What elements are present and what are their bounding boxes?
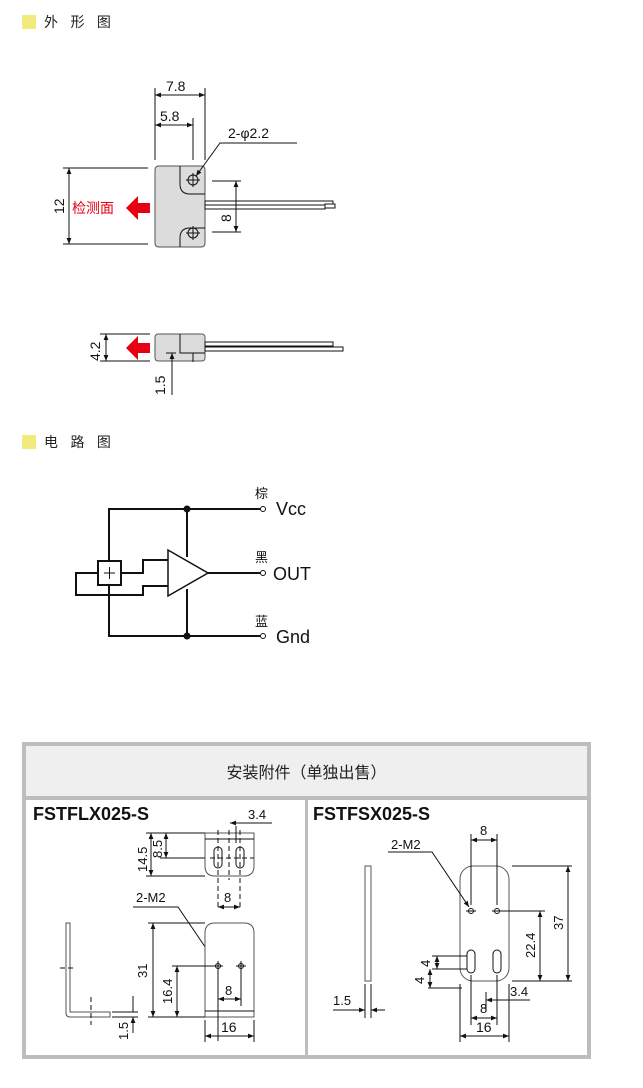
dim-3-4: 3.4: [248, 807, 266, 822]
bullet-square-icon: [22, 15, 36, 29]
dim-4-a: 4: [418, 960, 433, 967]
section-title: 电 路 图: [44, 435, 115, 451]
sensor-side-view: 4.2 1.5: [87, 333, 344, 395]
sensing-direction-arrow-icon: [126, 196, 150, 220]
dim-31: 31: [135, 964, 150, 978]
amplifier-triangle: [167, 548, 210, 598]
accessories-title: 安装附件（单独出售）: [26, 746, 587, 800]
terminal-vcc: Vcc: [276, 499, 306, 519]
sensor-top-view: 7.8 5.8 2-φ2.2 12 检测面 8: [51, 78, 336, 248]
dim-1-5: 1.5: [333, 993, 351, 1008]
dim-holes: 2-φ2.2: [228, 125, 269, 141]
section-heading-outline: 外 形 图: [22, 12, 115, 32]
bracket-fstfsx025-s: FSTFSX025-S 8 2-M2 37 22.4 4 4 1.5 3.4 8…: [313, 804, 572, 1042]
dim-thickness: 4.2: [87, 341, 103, 361]
dim-width-hole: 5.8: [160, 108, 180, 124]
dim-16-4: 16.4: [160, 979, 175, 1004]
dim-width-total: 7.8: [166, 78, 186, 94]
dim-14-5: 14.5: [135, 847, 150, 872]
label-2-m2: 2-M2: [136, 890, 166, 905]
dim-16: 16: [476, 1019, 492, 1035]
dim-8-5: 8.5: [150, 840, 165, 858]
panel-divider: [305, 800, 308, 1055]
dim-37: 37: [551, 916, 566, 930]
dim-hole-pitch: 8: [218, 214, 234, 222]
section-heading-circuit: 电 路 图: [22, 432, 115, 452]
terminal-gnd: Gnd: [276, 627, 310, 647]
dim-8-bottom: 8: [480, 1001, 487, 1016]
circuit-diagram: 棕 Vcc 黑 OUT 蓝 Gnd: [75, 487, 311, 647]
terminal-color-brown: 棕: [255, 487, 268, 502]
bullet-square-icon: [22, 435, 36, 449]
dim-3-4: 3.4: [510, 984, 528, 999]
model-name: FSTFSX025-S: [313, 804, 430, 824]
model-name: FSTFLX025-S: [33, 804, 149, 824]
dim-4-b: 4: [412, 977, 427, 984]
terminal-color-blue: 蓝: [255, 615, 268, 630]
dim-8-bottom: 8: [225, 983, 232, 998]
terminal-color-black: 黑: [255, 551, 268, 566]
bracket-fstflx025-s: FSTFLX025-S 3.4 14.5 8.5 8 2-M2 31 16.4 …: [33, 804, 272, 1042]
terminal-out: OUT: [273, 564, 311, 584]
section-title: 外 形 图: [44, 15, 115, 31]
sensing-direction-arrow-icon: [126, 336, 150, 360]
dim-step: 1.5: [152, 375, 168, 395]
dim-22-4: 22.4: [523, 933, 538, 958]
dim-8-top: 8: [480, 823, 487, 838]
dim-height: 12: [51, 198, 67, 214]
dim-1-5: 1.5: [116, 1022, 131, 1040]
sensing-face-label: 检测面: [72, 201, 114, 217]
dim-16: 16: [221, 1019, 237, 1035]
label-2-m2: 2-M2: [391, 837, 421, 852]
dim-8-top: 8: [224, 890, 231, 905]
